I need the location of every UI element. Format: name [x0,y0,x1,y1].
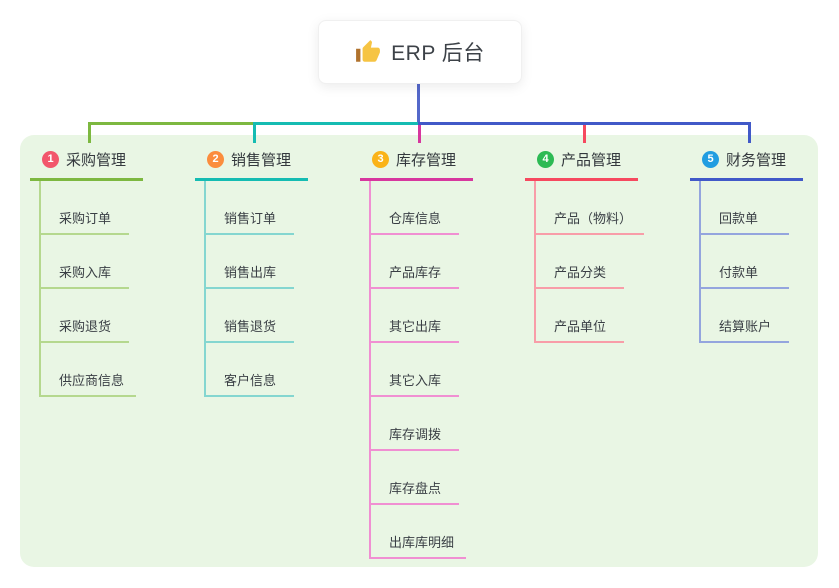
connector-drop-line [748,125,751,143]
child-node[interactable]: 销售出库 [206,235,294,289]
child-node[interactable]: 采购订单 [41,181,129,235]
connector-horizontal-segment [418,122,751,125]
root-node-label: ERP 后台 [391,42,485,65]
child-node-label: 回款单 [719,211,759,226]
child-node[interactable]: 其它入库 [371,343,459,397]
branch-column: 1 采购管理 采购订单 采购入库 采购退货 供应商信息 [30,148,143,397]
connector-drop-line [583,125,586,143]
child-node[interactable]: 其它出库 [371,289,459,343]
branch-column: 5 财务管理 回款单 付款单 结算账户 [690,148,803,343]
child-node[interactable]: 回款单 [701,181,789,235]
child-node-label: 付款单 [719,265,759,280]
branch-title-3[interactable]: 3 库存管理 [360,148,473,181]
child-node-label: 产品（物料） [554,211,633,226]
branch-title-5[interactable]: 5 财务管理 [690,148,803,181]
branch-label: 库存管理 [396,151,457,169]
child-node-label: 产品单位 [554,319,607,334]
branch-label: 采购管理 [66,151,127,169]
child-node[interactable]: 产品单位 [536,289,624,343]
child-node[interactable]: 仓库信息 [371,181,459,235]
branch-title-4[interactable]: 4 产品管理 [525,148,638,181]
child-node-label: 采购入库 [59,265,112,280]
branch-label: 销售管理 [231,151,292,169]
child-node-label: 产品分类 [554,265,607,280]
connector-drop-line [88,125,91,143]
child-node[interactable]: 结算账户 [701,289,789,343]
branches-background-panel [20,135,818,567]
child-node[interactable]: 付款单 [701,235,789,289]
connector-drop-line [418,125,421,143]
child-node-label: 库存盘点 [389,481,442,496]
child-node[interactable]: 出库库明细 [371,505,467,559]
child-node-label: 采购退货 [59,319,112,334]
branch-column: 3 库存管理 仓库信息 产品库存 其它出库 其它入库 库存调拨 库存盘点 出库库… [360,148,473,559]
child-node[interactable]: 库存调拨 [371,397,459,451]
connector-horizontal-segment [88,122,256,125]
child-node[interactable]: 产品库存 [371,235,459,289]
child-node-label: 其它入库 [389,373,442,388]
child-node-label: 客户信息 [224,373,277,388]
branch-column: 4 产品管理 产品（物料） 产品分类 产品单位 [525,148,645,343]
child-node-label: 产品库存 [389,265,442,280]
child-node[interactable]: 销售订单 [206,181,294,235]
child-node-label: 销售订单 [224,211,277,226]
child-node-label: 库存调拨 [389,427,442,442]
thumbs-up-icon [356,40,381,62]
connector-drop-line [253,125,256,143]
branch-number-badge: 2 [207,150,224,168]
branch-children-list: 采购订单 采购入库 采购退货 供应商信息 [39,181,143,397]
child-node-label: 销售出库 [224,265,277,280]
branch-children-list: 仓库信息 产品库存 其它出库 其它入库 库存调拨 库存盘点 出库库明细 [369,181,473,559]
child-node-label: 销售退货 [224,319,277,334]
child-node-label: 其它出库 [389,319,442,334]
child-node-label: 出库库明细 [389,535,455,550]
child-node-label: 结算账户 [719,319,772,334]
branch-children-list: 产品（物料） 产品分类 产品单位 [534,181,645,343]
branch-children-list: 销售订单 销售出库 销售退货 客户信息 [204,181,308,397]
child-node[interactable]: 库存盘点 [371,451,459,505]
branch-number-badge: 5 [702,150,719,168]
root-node[interactable]: ERP 后台 [318,20,522,84]
root-stem-line [417,82,420,122]
branch-number-badge: 1 [42,150,59,168]
connector-horizontal-segment [253,122,421,125]
branch-number-badge: 3 [372,150,389,168]
child-node[interactable]: 客户信息 [206,343,294,397]
child-node[interactable]: 销售退货 [206,289,294,343]
branch-title-2[interactable]: 2 销售管理 [195,148,308,181]
child-node-label: 采购订单 [59,211,112,226]
branch-children-list: 回款单 付款单 结算账户 [699,181,803,343]
child-node[interactable]: 产品分类 [536,235,624,289]
child-node[interactable]: 产品（物料） [536,181,645,235]
child-node-label: 仓库信息 [389,211,442,226]
child-node-label: 供应商信息 [59,373,125,388]
child-node[interactable]: 供应商信息 [41,343,137,397]
child-node[interactable]: 采购退货 [41,289,129,343]
branch-label: 财务管理 [726,151,787,169]
branch-title-1[interactable]: 1 采购管理 [30,148,143,181]
branch-label: 产品管理 [561,151,622,169]
child-node[interactable]: 采购入库 [41,235,129,289]
branch-number-badge: 4 [537,150,554,168]
branch-column: 2 销售管理 销售订单 销售出库 销售退货 客户信息 [195,148,308,397]
